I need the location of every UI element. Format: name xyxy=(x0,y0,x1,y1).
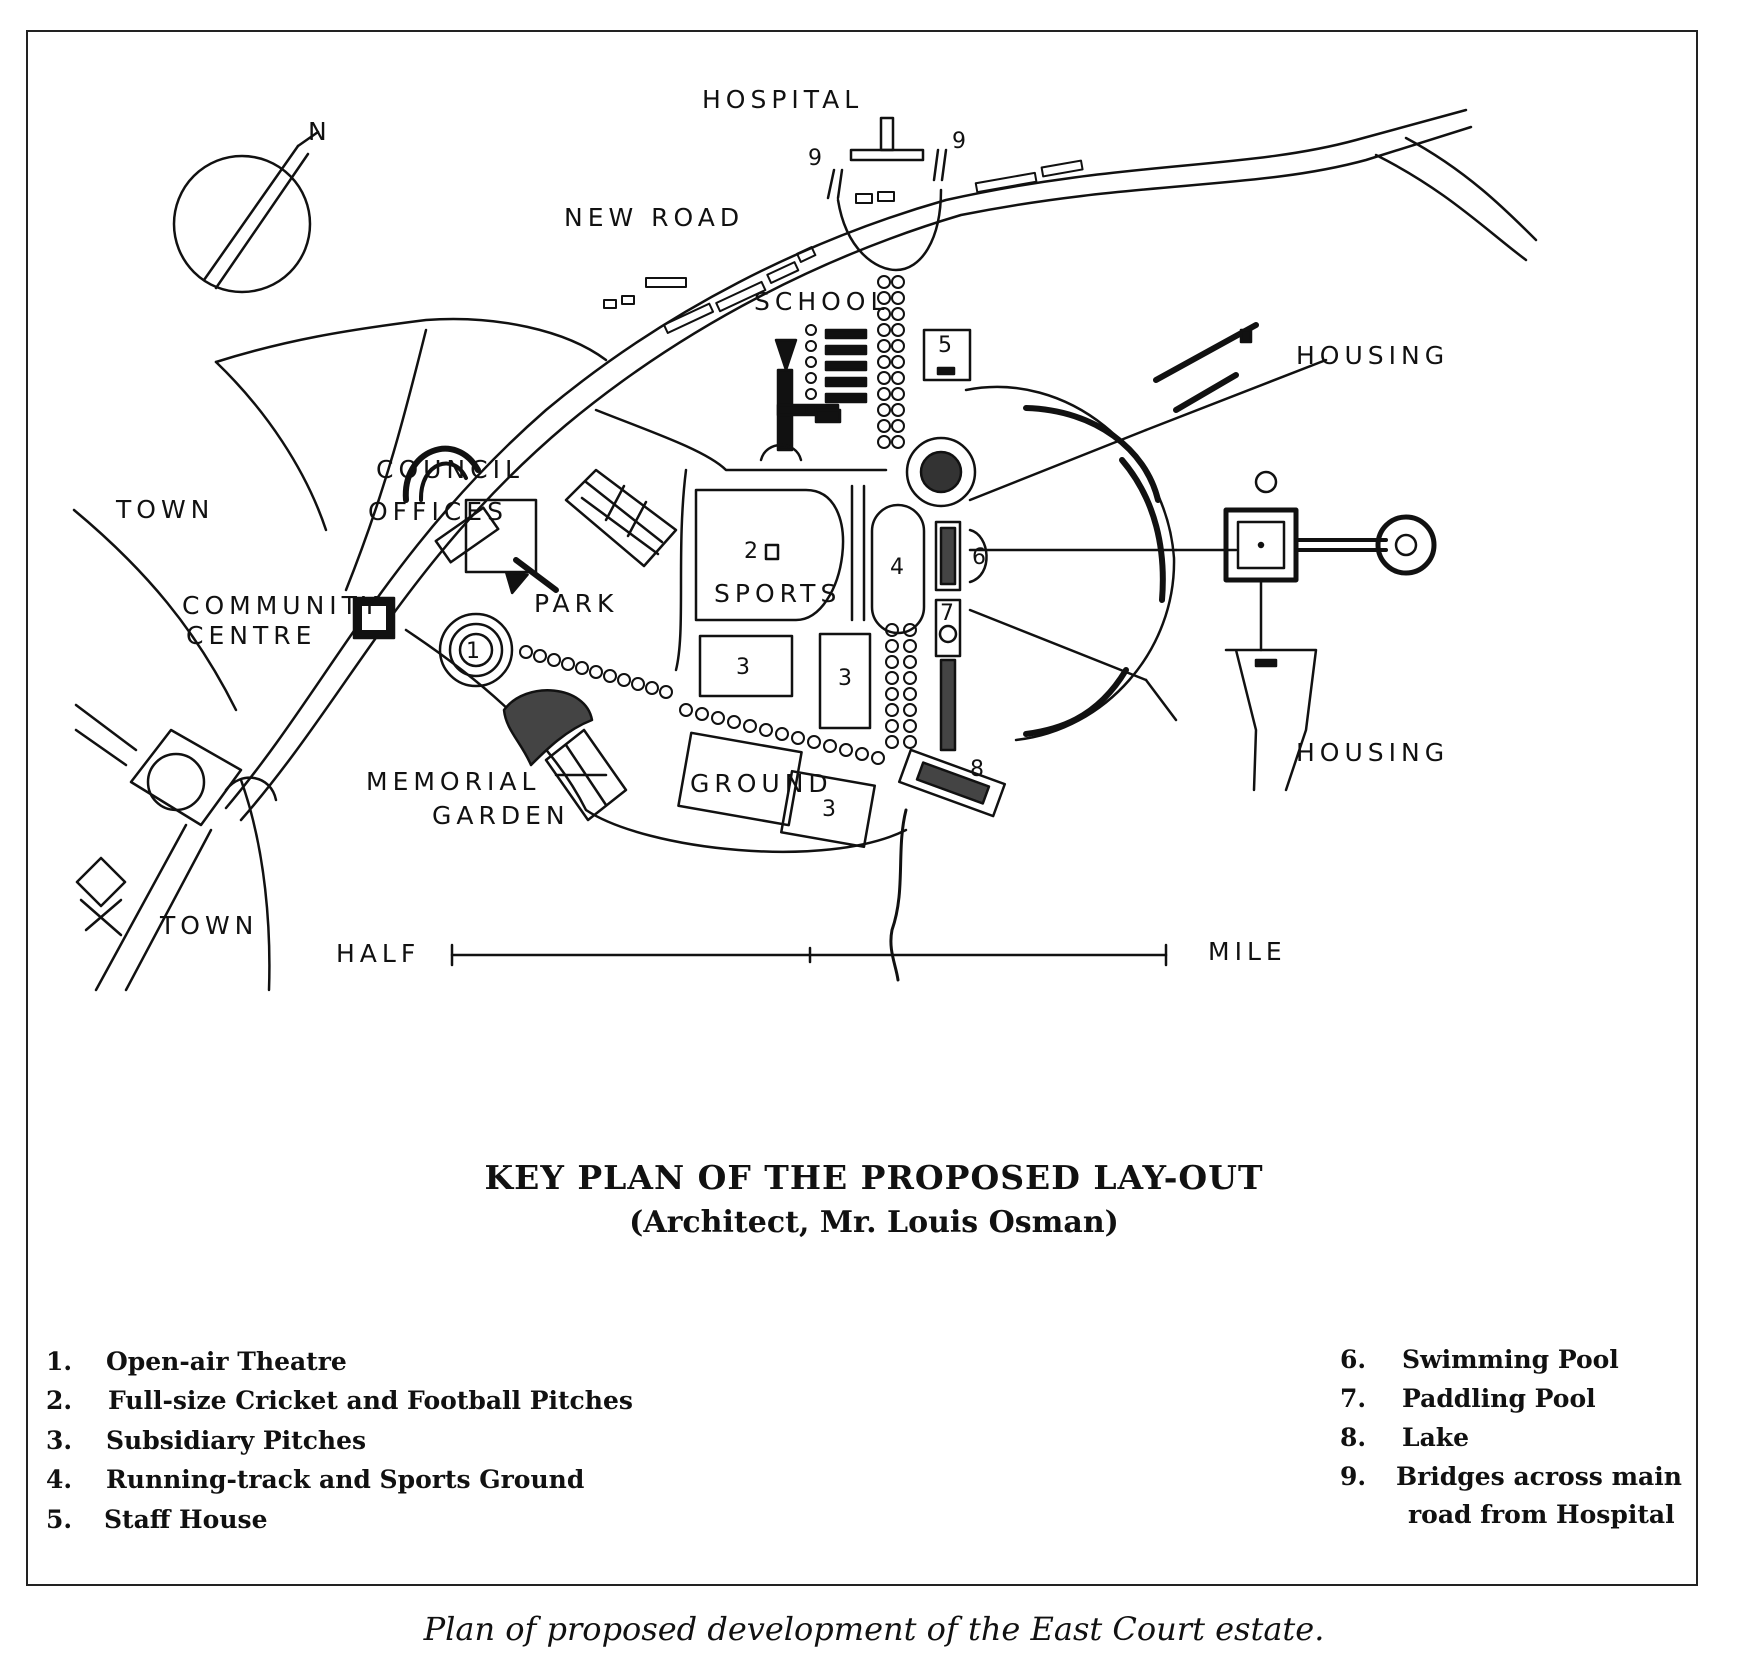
park-boundary xyxy=(214,317,908,854)
svg-text:3: 3 xyxy=(736,655,750,680)
lake: 8 xyxy=(897,748,1007,818)
community-label: COMMUNITY xyxy=(182,591,382,620)
housing-top-label: HOUSING xyxy=(1296,341,1449,370)
sports-field: 2 SPORTS xyxy=(674,468,866,672)
council-label: COUNCIL xyxy=(376,455,524,484)
plan-title: KEY PLAN OF THE PROPOSED LAY-OUT xyxy=(484,1158,1264,1197)
site-plan-map: N HOSPITAL 9 xyxy=(72,85,1538,992)
loop-road xyxy=(836,188,943,272)
school-label: SCHOOL xyxy=(754,287,889,316)
staff-house: 5 xyxy=(922,328,972,382)
roundabout xyxy=(74,703,243,992)
scale-bar: HALF MILE xyxy=(336,937,1287,968)
new-road-label: NEW ROAD xyxy=(564,203,744,232)
svg-text:9: 9 xyxy=(952,129,966,154)
plan-frame xyxy=(26,30,1698,1586)
housing-east: HOUSING HOUSING xyxy=(1153,322,1449,792)
park-label: PARK xyxy=(534,589,618,618)
svg-text:8: 8 xyxy=(970,757,984,782)
garden-label: GARDEN xyxy=(432,801,570,830)
north-compass-icon: N xyxy=(172,117,332,294)
svg-text:4: 4 xyxy=(890,555,904,580)
plan-subtitle: (Architect, Mr. Louis Osman) xyxy=(629,1205,1119,1240)
roadside-buildings xyxy=(603,159,1084,334)
hospital-label: HOSPITAL xyxy=(702,85,863,114)
memorial-garden: MEMORIAL GARDEN xyxy=(366,689,628,830)
centre-label: CENTRE xyxy=(186,621,316,650)
north-label: N xyxy=(308,117,332,146)
railway xyxy=(72,508,278,992)
subsidiary-pitches: 3 3 3 GROUND xyxy=(677,632,876,849)
bridges: 9 9 xyxy=(808,129,966,200)
housing-crescent xyxy=(964,358,1328,742)
scale-half-label: HALF xyxy=(336,939,420,968)
town-bottom-label: TOWN xyxy=(159,911,258,940)
memorial-label: MEMORIAL xyxy=(366,767,540,796)
svg-text:5: 5 xyxy=(938,333,952,358)
housing-bottom-label: HOUSING xyxy=(1296,738,1449,767)
sports-label: SPORTS xyxy=(714,579,841,608)
community-centre: COMMUNITY CENTRE xyxy=(182,591,396,650)
hospital-building: HOSPITAL xyxy=(702,85,925,162)
school-buildings: SCHOOL xyxy=(754,287,889,462)
town-left-label: TOWN xyxy=(115,495,214,524)
ground-label: GROUND xyxy=(690,769,833,798)
svg-text:1: 1 xyxy=(466,639,480,664)
svg-text:3: 3 xyxy=(822,797,836,822)
park-pavilion: PARK xyxy=(534,468,678,618)
svg-text:2: 2 xyxy=(744,539,758,564)
open-air-theatre: 1 xyxy=(438,612,514,688)
tree-avenue xyxy=(805,275,905,449)
figure-caption: Plan of proposed development of the East… xyxy=(423,1610,1325,1648)
svg-text:9: 9 xyxy=(808,146,822,171)
swimming-pool: 6 xyxy=(934,520,988,592)
svg-text:3: 3 xyxy=(838,666,852,691)
council-offices: COUNCIL OFFICES xyxy=(368,445,559,595)
stream xyxy=(889,808,908,982)
running-track: 4 xyxy=(870,503,926,635)
central-circus xyxy=(905,436,977,508)
paddling-pool: 7 xyxy=(934,598,962,752)
scale-mile-label: MILE xyxy=(1208,937,1287,966)
offices-label: OFFICES xyxy=(368,497,508,526)
park-tree-rows xyxy=(519,623,917,765)
svg-text:7: 7 xyxy=(940,601,954,626)
